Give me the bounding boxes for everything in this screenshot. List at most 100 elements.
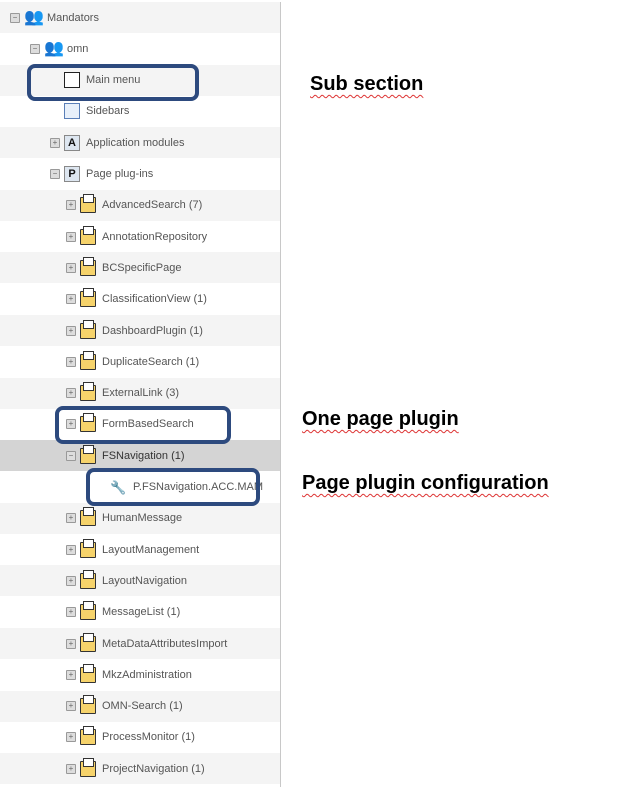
expand-toggle-icon[interactable]: +	[66, 325, 76, 336]
tree-node-label: MessageList (1)	[102, 606, 181, 619]
plugin-folder-icon	[80, 632, 96, 652]
tree-node-label: Page plug-ins	[86, 168, 154, 180]
application-modules-icon: A	[64, 134, 80, 151]
expand-toggle-icon[interactable]: +	[66, 607, 76, 618]
tree-node[interactable]: + LayoutNavigation	[0, 565, 280, 597]
tree-node[interactable]: + LayoutManagement	[0, 534, 280, 565]
expand-toggle-icon[interactable]: +	[66, 262, 76, 273]
tree-node[interactable]: + AdvancedSearch (7)	[0, 189, 280, 221]
expand-toggle-icon[interactable]: +	[66, 638, 76, 649]
tree-node-label: omn	[67, 42, 89, 55]
tree-node-label: DashboardPlugin (1)	[102, 324, 203, 337]
tree-node[interactable]: Main menu	[0, 64, 280, 96]
wrench-icon: 🔧	[110, 479, 127, 495]
plugin-folder-icon	[80, 225, 96, 245]
plugin-folder-icon	[80, 350, 96, 370]
plugin-folder-icon	[80, 319, 96, 339]
expand-toggle-icon[interactable]: +	[66, 231, 76, 242]
page-plugins-icon: P	[64, 166, 80, 182]
tree-node[interactable]: + ExternalLink (3)	[0, 377, 280, 409]
tree-node-label: Main menu	[86, 74, 141, 87]
tree-node-label: AnnotationRepository	[102, 230, 208, 243]
plugin-folder-icon	[80, 757, 96, 777]
plugin-folder-icon	[80, 726, 96, 746]
expand-toggle-icon[interactable]: +	[66, 388, 76, 399]
tree-node-label: P.FSNavigation.ACC.MAM	[133, 481, 264, 493]
tree-node[interactable]: + ProcessMonitor (1)	[0, 722, 280, 753]
tree-node-label: Mandators	[47, 11, 99, 24]
tree-node[interactable]: −P Page plug-ins	[0, 159, 280, 190]
annotation-sub-section: Sub section	[310, 73, 424, 95]
plugin-folder-icon	[80, 538, 96, 558]
annotation-plugin-configuration: Page plugin configuration	[302, 472, 549, 494]
tree-node-label: MetaDataAttributesImport	[102, 637, 228, 650]
tree-node-label: FormBasedSearch	[102, 418, 194, 431]
expand-toggle-icon[interactable]: +	[66, 419, 76, 430]
expand-toggle-icon[interactable]: +	[66, 513, 76, 524]
expand-toggle-icon[interactable]: +	[66, 544, 76, 555]
tree-node[interactable]: + A Application modules	[0, 127, 280, 159]
tree-node[interactable]: + FormBasedSearch	[0, 409, 280, 440]
tree-node-label: Application modules	[86, 136, 185, 149]
tree-node[interactable]: + OMN-Search (1)	[0, 690, 280, 722]
highlight-sub-section	[27, 64, 199, 101]
tree-node-label: MkzAdministration	[102, 668, 192, 681]
expand-toggle-icon[interactable]: +	[50, 137, 60, 148]
tree-node[interactable]: − FSNavigation (1)	[0, 440, 280, 472]
tree-node[interactable]: + MetaDataAttributesImport	[0, 628, 280, 659]
plugin-folder-icon	[80, 507, 96, 527]
tree-node[interactable]: + ClassificationView (1)	[0, 284, 280, 315]
plugin-folder-icon	[80, 601, 96, 621]
tree-node[interactable]: + ProjectNavigation (1)	[0, 753, 280, 785]
tree-node[interactable]: −👥Mandators	[0, 2, 280, 33]
plugin-folder-icon	[80, 695, 96, 715]
tree-node[interactable]: + HumanMessage	[0, 502, 280, 534]
highlight-plugin-configuration	[86, 468, 260, 506]
tree-node-label: ClassificationView (1)	[102, 293, 207, 306]
tree-node[interactable]: + DashboardPlugin (1)	[0, 315, 280, 346]
expand-toggle-icon[interactable]: +	[66, 701, 76, 712]
plugin-folder-icon	[80, 444, 96, 464]
plugin-folder-icon	[80, 288, 96, 308]
mandators-icon: 👥	[24, 9, 44, 26]
tree-node-label: AdvancedSearch (7)	[102, 199, 203, 212]
tree-node-label: ProjectNavigation (1)	[102, 762, 205, 775]
plugin-folder-icon	[80, 569, 96, 589]
sidebars-icon	[64, 103, 80, 120]
tree-node[interactable]: −👥omn	[0, 33, 280, 64]
tree-node-label: Sidebars	[86, 105, 130, 118]
collapse-toggle-icon[interactable]: −	[50, 169, 60, 179]
tree-node[interactable]: Sidebars	[0, 96, 280, 127]
expand-toggle-icon[interactable]: +	[66, 732, 76, 743]
expand-toggle-icon[interactable]: +	[66, 669, 76, 680]
tree-node-label: FSNavigation (1)	[102, 449, 185, 462]
tree-node-label: OMN-Search (1)	[102, 700, 183, 713]
collapse-toggle-icon[interactable]: −	[10, 12, 20, 23]
tree-node-label: ProcessMonitor (1)	[102, 731, 195, 744]
tree-node[interactable]: + MessageList (1)	[0, 597, 280, 628]
tree-node-label: HumanMessage	[102, 512, 183, 525]
tree-node-label: LayoutNavigation	[102, 574, 188, 587]
tree-node-label: ExternalLink (3)	[102, 387, 180, 400]
expand-toggle-icon[interactable]: +	[66, 356, 76, 367]
expand-toggle-icon[interactable]: +	[66, 763, 76, 774]
expand-toggle-icon[interactable]: +	[66, 294, 76, 305]
expand-toggle-icon[interactable]: +	[66, 575, 76, 586]
annotation-one-page-plugin: One page plugin	[302, 408, 459, 430]
tree-node[interactable]: + DuplicateSearch (1)	[0, 346, 280, 377]
expand-toggle-icon[interactable]: +	[66, 200, 76, 211]
plugin-folder-icon	[80, 663, 96, 683]
plugin-folder-icon	[80, 382, 96, 402]
tree-node[interactable]: + MkzAdministration	[0, 659, 280, 690]
mandator-user-icon: 👥	[44, 40, 64, 58]
collapse-toggle-icon[interactable]: −	[66, 450, 76, 461]
collapse-toggle-icon[interactable]: −	[30, 43, 40, 54]
plugin-folder-icon	[80, 413, 96, 433]
tree-node-label: LayoutManagement	[102, 543, 200, 556]
tree-node-label: DuplicateSearch (1)	[102, 355, 200, 368]
highlight-page-plugin	[55, 406, 231, 444]
tree-node[interactable]: +BCSpecificPage	[0, 252, 280, 284]
tree-node[interactable]: 🔧 P.FSNavigation.ACC.MAM	[0, 472, 280, 503]
tree-node[interactable]: + AnnotationRepository	[0, 221, 280, 252]
